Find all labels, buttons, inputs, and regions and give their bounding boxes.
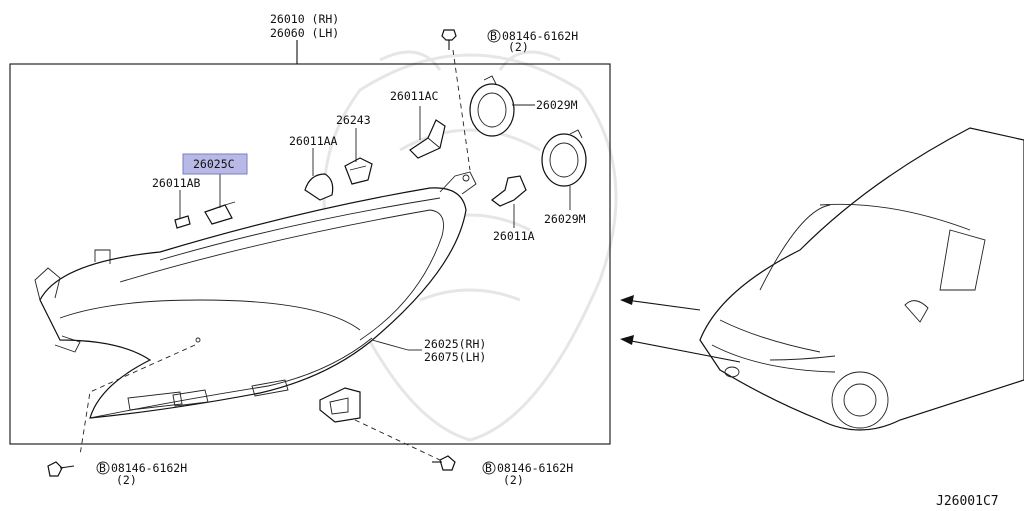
bolt-marker-top: B bbox=[490, 29, 497, 43]
label-26011ab[interactable]: 26011AB bbox=[152, 176, 201, 190]
label-housing-lh[interactable]: 26075(LH) bbox=[424, 350, 486, 364]
socket-26243 bbox=[344, 157, 373, 185]
assembly-frame bbox=[9, 63, 611, 445]
bolt-left-icon bbox=[47, 461, 75, 477]
vehicle-illustration bbox=[699, 127, 1024, 431]
label-bolt-top[interactable]: 08146-6162H bbox=[502, 29, 578, 43]
bolt-ref-bottom: B bbox=[482, 461, 496, 475]
bolt-top-icon bbox=[441, 29, 457, 50]
cap-26029m-lower bbox=[541, 129, 587, 187]
label-26011a[interactable]: 26011A bbox=[493, 229, 535, 243]
label-assembly-lh[interactable]: 26060 (LH) bbox=[270, 26, 339, 40]
label-assembly-rh[interactable]: 26010 (RH) bbox=[270, 12, 339, 26]
label-bolt-bottom-qty: (2) bbox=[503, 473, 524, 487]
label-26029m-upper[interactable]: 26029M bbox=[536, 98, 578, 112]
label-26243[interactable]: 26243 bbox=[336, 113, 371, 127]
bulb-26011ab bbox=[174, 215, 191, 229]
label-26011aa[interactable]: 26011AA bbox=[289, 134, 338, 148]
label-26025c[interactable]: 26025C bbox=[193, 157, 235, 171]
leader-lines bbox=[179, 104, 571, 351]
label-housing-rh[interactable]: 26025(RH) bbox=[424, 337, 486, 351]
bulb-26011ac bbox=[409, 119, 446, 159]
label-bolt-left[interactable]: 08146-6162H bbox=[111, 461, 187, 475]
mounting-bracket bbox=[319, 387, 361, 423]
bolt-marker-bottom: B bbox=[485, 461, 492, 475]
diagram-code: J26001C7 bbox=[936, 494, 999, 509]
bolt-ref-top: B bbox=[487, 29, 501, 43]
label-bolt-left-qty: (2) bbox=[116, 473, 137, 487]
bulb-26011aa bbox=[304, 173, 334, 201]
label-bolt-bottom[interactable]: 08146-6162H bbox=[497, 461, 573, 475]
highlight-26025c bbox=[182, 153, 248, 175]
bulb-26011a bbox=[491, 175, 527, 207]
label-26011ac[interactable]: 26011AC bbox=[390, 89, 439, 103]
cap-26029m-upper bbox=[469, 75, 515, 137]
label-26029m-lower[interactable]: 26029M bbox=[544, 212, 586, 226]
bolt-ref-left: B bbox=[96, 461, 110, 475]
bolt-marker-left: B bbox=[99, 461, 106, 475]
direction-arrows bbox=[620, 295, 741, 363]
socket-26025c bbox=[204, 201, 236, 225]
headlamp-housing bbox=[34, 171, 477, 419]
bolt-bottom-icon bbox=[432, 455, 456, 471]
label-bolt-top-qty: (2) bbox=[508, 40, 529, 54]
